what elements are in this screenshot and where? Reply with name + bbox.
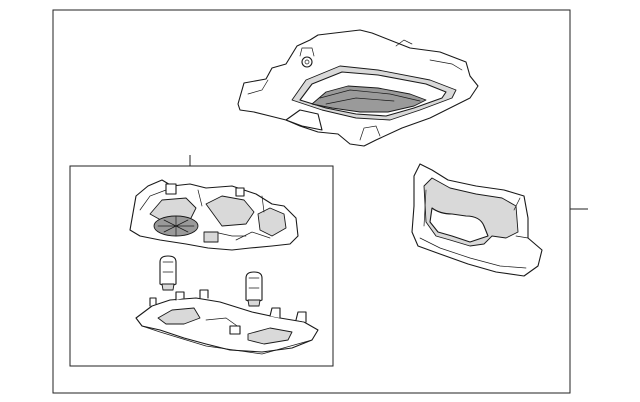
console-assembly (129, 179, 299, 251)
upper-housing (237, 29, 479, 147)
diagram-frame (52, 9, 571, 394)
bulb-right (245, 271, 263, 307)
side-trim (411, 163, 543, 277)
bulb-left (159, 255, 177, 291)
lens-cover (135, 289, 319, 355)
subassembly-box (69, 165, 334, 367)
